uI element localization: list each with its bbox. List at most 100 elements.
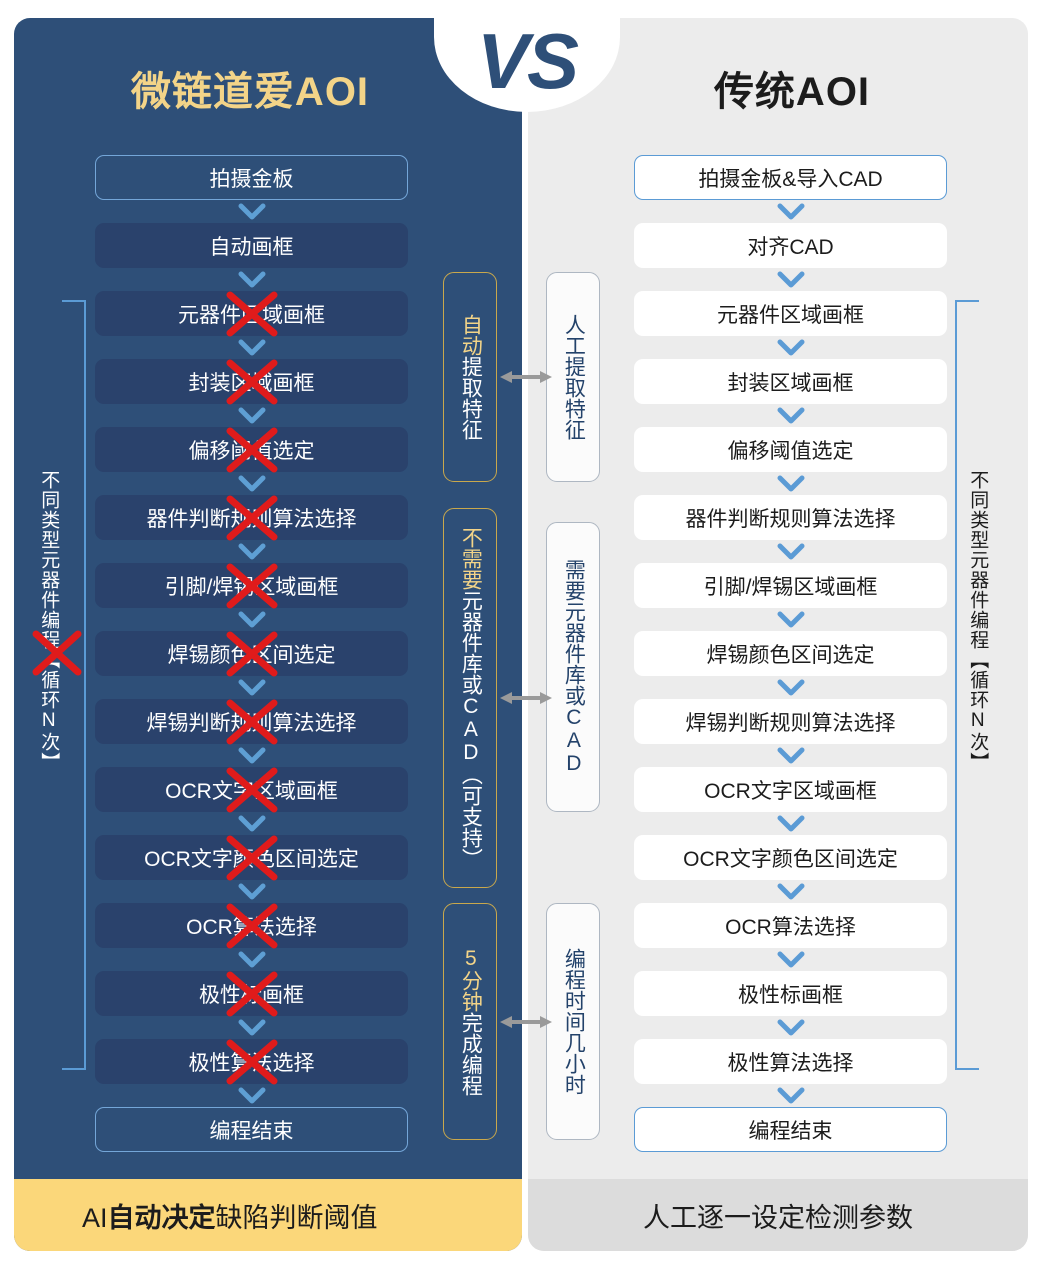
left-loop-bracket	[62, 300, 86, 1070]
flow-step-label: 焊锡判断规则算法选择	[146, 711, 357, 735]
left-bottom-banner: AI自动决定缺陷判断阈值	[14, 1179, 522, 1251]
right-banner-text: 人工逐一设定检测参数	[643, 1202, 913, 1233]
flow-step-label: 焊锡判断规则算法选择	[685, 711, 896, 735]
flow-step-right-7[interactable]: 引脚/焊锡区域画框	[634, 563, 947, 608]
left-banner-suffix: 缺陷判断阈值	[215, 1202, 378, 1233]
flow-step-label: 编程结束	[748, 1119, 833, 1143]
flow-step-label: 焊锡颜色区间选定	[167, 643, 336, 667]
comparison-right-box-3: 编程时间几小时	[546, 903, 600, 1140]
comparison-right-text: 人工提取特征	[562, 314, 586, 440]
flow-step-label: 对齐CAD	[747, 235, 834, 259]
flow-step-right-15[interactable]: 编程结束	[634, 1107, 947, 1152]
flow-step-label: 编程结束	[209, 1119, 294, 1143]
flow-step-right-8[interactable]: 焊锡颜色区间选定	[634, 631, 947, 676]
flow-step-label: 器件判断规则算法选择	[685, 507, 896, 531]
comparison-left-box-2: 不需要元器件库或CAD（可支持）	[443, 508, 497, 888]
flow-arrow-icon	[95, 200, 408, 223]
comparison-double-arrow-icon-3	[498, 1013, 554, 1031]
right-bottom-banner: 人工逐一设定检测参数	[528, 1179, 1028, 1251]
left-banner-prefix: AI	[82, 1202, 108, 1233]
flow-arrow-icon	[95, 1084, 408, 1107]
comparison-left-rest: 提取特征	[459, 356, 483, 440]
left-panel-title: 微链道爱AOI	[130, 70, 370, 114]
flow-arrow-icon	[634, 540, 947, 563]
flow-step-left-15[interactable]: 编程结束	[95, 1107, 408, 1152]
flow-step-left-11[interactable]: OCR文字颜色区间选定	[95, 835, 408, 880]
flow-step-right-3[interactable]: 元器件区域画框	[634, 291, 947, 336]
right-flow-list: 拍摄金板&导入CAD 对齐CAD 元器件区域画框封装区域画框偏移阈值选定器件判断规则…	[634, 155, 947, 1152]
bracket-tick-top	[62, 300, 84, 302]
comparison-right-box-1: 人工提取特征	[546, 272, 600, 482]
comparison-left-highlight: 不需要	[459, 527, 483, 590]
bracket-tick-bottom	[62, 1068, 84, 1070]
flow-arrow-icon	[634, 268, 947, 291]
flow-step-right-11[interactable]: OCR文字颜色区间选定	[634, 835, 947, 880]
flow-arrow-icon	[634, 880, 947, 903]
comparison-double-arrow-icon-2	[498, 689, 554, 707]
left-loop-cross-icon	[31, 630, 83, 676]
flow-step-right-4[interactable]: 封装区域画框	[634, 359, 947, 404]
flow-arrow-icon	[95, 676, 408, 699]
flow-step-right-1[interactable]: 拍摄金板&导入CAD	[634, 155, 947, 200]
flow-step-left-13[interactable]: 极性标画框	[95, 971, 408, 1016]
flow-step-left-14[interactable]: 极性算法选择	[95, 1039, 408, 1084]
flow-arrow-icon	[634, 676, 947, 699]
flow-step-right-6[interactable]: 器件判断规则算法选择	[634, 495, 947, 540]
left-loop-label: 不同类型元器件编程【循环N次】	[38, 470, 60, 772]
comparison-left-box-1: 自动提取特征	[443, 272, 497, 482]
flow-step-label: 偏移阈值选定	[188, 439, 315, 463]
flow-step-left-10[interactable]: OCR文字区域画框	[95, 767, 408, 812]
flow-arrow-icon	[95, 880, 408, 903]
flow-step-left-7[interactable]: 引脚/焊锡区域画框	[95, 563, 408, 608]
flow-step-label: OCR文字颜色区间选定	[144, 847, 359, 871]
flow-arrow-icon	[634, 472, 947, 495]
flow-step-label: 极性标画框	[199, 983, 304, 1007]
flow-arrow-icon	[634, 744, 947, 767]
flow-step-label: 拍摄金板	[209, 167, 294, 191]
right-panel-title: 传统AOI	[713, 70, 871, 114]
left-banner-text: AI自动决定缺陷判断阈值	[82, 1196, 378, 1235]
left-banner-strong: 自动决定	[107, 1202, 216, 1233]
flow-step-left-2[interactable]: 自动画框	[95, 223, 408, 268]
flow-step-label: 引脚/焊锡区域画框	[703, 575, 878, 599]
flow-step-label: 器件判断规则算法选择	[146, 507, 357, 531]
flow-step-left-1[interactable]: 拍摄金板	[95, 155, 408, 200]
comparison-left-highlight: 自动	[459, 314, 483, 356]
flow-step-left-9[interactable]: 焊锡判断规则算法选择	[95, 699, 408, 744]
flow-step-left-4[interactable]: 封装区域画框	[95, 359, 408, 404]
flow-step-left-12[interactable]: OCR算法选择	[95, 903, 408, 948]
flow-step-label: OCR文字区域画框	[165, 779, 338, 803]
flow-step-label: 极性算法选择	[727, 1051, 854, 1075]
flow-step-label: 自动画框	[209, 235, 294, 259]
flow-arrow-icon	[634, 1084, 947, 1107]
flow-step-label: OCR算法选择	[725, 915, 856, 939]
comparison-right-box-2: 需要元器件库或CAD	[546, 522, 600, 812]
flow-step-left-3[interactable]: 元器件区域画框	[95, 291, 408, 336]
flow-arrow-icon	[95, 608, 408, 631]
flow-step-label: 元器件区域画框	[717, 303, 864, 327]
flow-arrow-icon	[95, 744, 408, 767]
flow-step-label: OCR文字区域画框	[704, 779, 877, 803]
flow-step-label: 极性标画框	[738, 983, 843, 1007]
flow-step-right-2[interactable]: 对齐CAD	[634, 223, 947, 268]
flow-arrow-icon	[634, 200, 947, 223]
flow-arrow-icon	[95, 1016, 408, 1039]
flow-step-right-9[interactable]: 焊锡判断规则算法选择	[634, 699, 947, 744]
right-loop-bracket	[955, 300, 979, 1070]
flow-step-right-14[interactable]: 极性算法选择	[634, 1039, 947, 1084]
flow-arrow-icon	[95, 948, 408, 971]
flow-step-right-13[interactable]: 极性标画框	[634, 971, 947, 1016]
flow-step-left-6[interactable]: 器件判断规则算法选择	[95, 495, 408, 540]
flow-step-left-8[interactable]: 焊锡颜色区间选定	[95, 631, 408, 676]
vs-badge-label: VS	[476, 17, 579, 105]
flow-arrow-icon	[634, 404, 947, 427]
bracket-line	[955, 300, 957, 1070]
flow-step-right-12[interactable]: OCR算法选择	[634, 903, 947, 948]
flow-step-left-5[interactable]: 偏移阈值选定	[95, 427, 408, 472]
bracket-tick-bottom	[957, 1068, 979, 1070]
flow-step-right-10[interactable]: OCR文字区域画框	[634, 767, 947, 812]
left-panel-header: 微链道爱AOI	[14, 18, 522, 158]
flow-step-right-5[interactable]: 偏移阈值选定	[634, 427, 947, 472]
flow-arrow-icon	[634, 336, 947, 359]
